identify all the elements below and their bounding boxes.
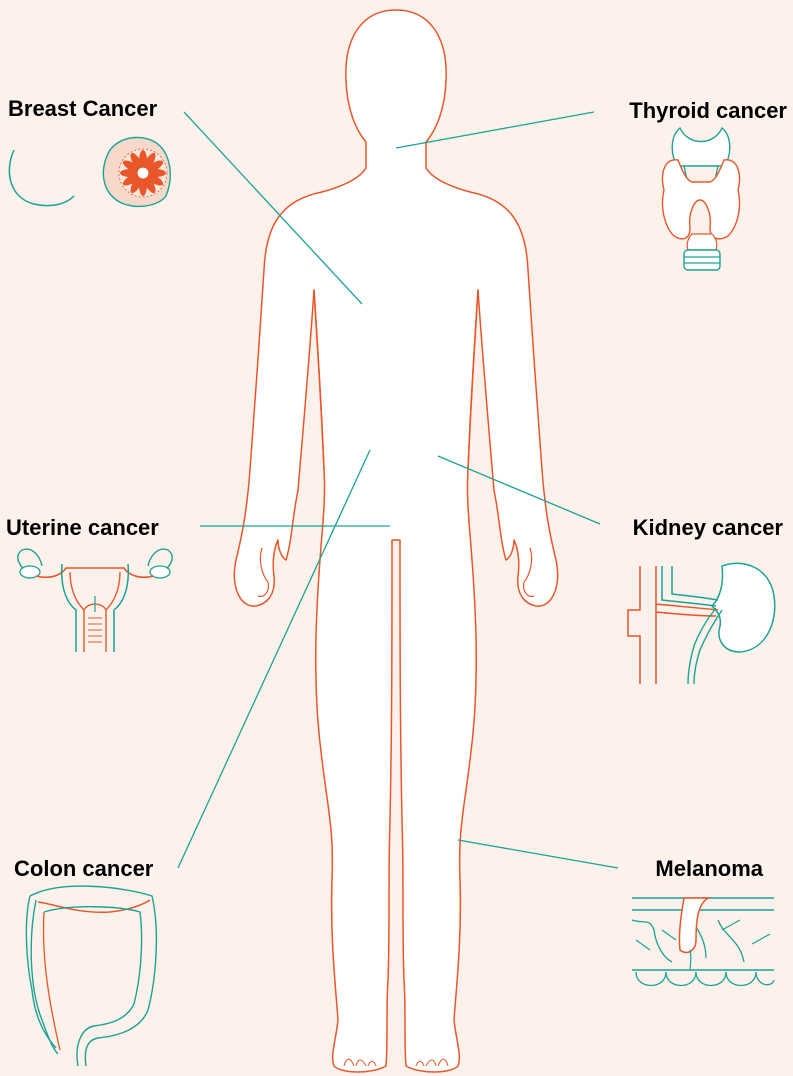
body-silhouette [234,10,557,1072]
kidney-cancer-label: Kidney cancer [633,517,783,539]
skin-icon [632,898,774,986]
breast-icon [9,137,170,206]
uterus-icon [18,549,172,652]
melanoma-label: Melanoma [655,858,763,880]
thyroid-cancer-label: Thyroid cancer [629,100,787,122]
leader-melanoma [458,840,618,868]
breast-cancer-label: Breast Cancer [8,98,157,120]
colon-icon [26,886,156,1066]
kidney-icon [628,563,775,684]
thyroid-icon [662,128,739,270]
colon-cancer-label: Colon cancer [14,858,153,880]
uterine-cancer-label: Uterine cancer [6,517,159,539]
